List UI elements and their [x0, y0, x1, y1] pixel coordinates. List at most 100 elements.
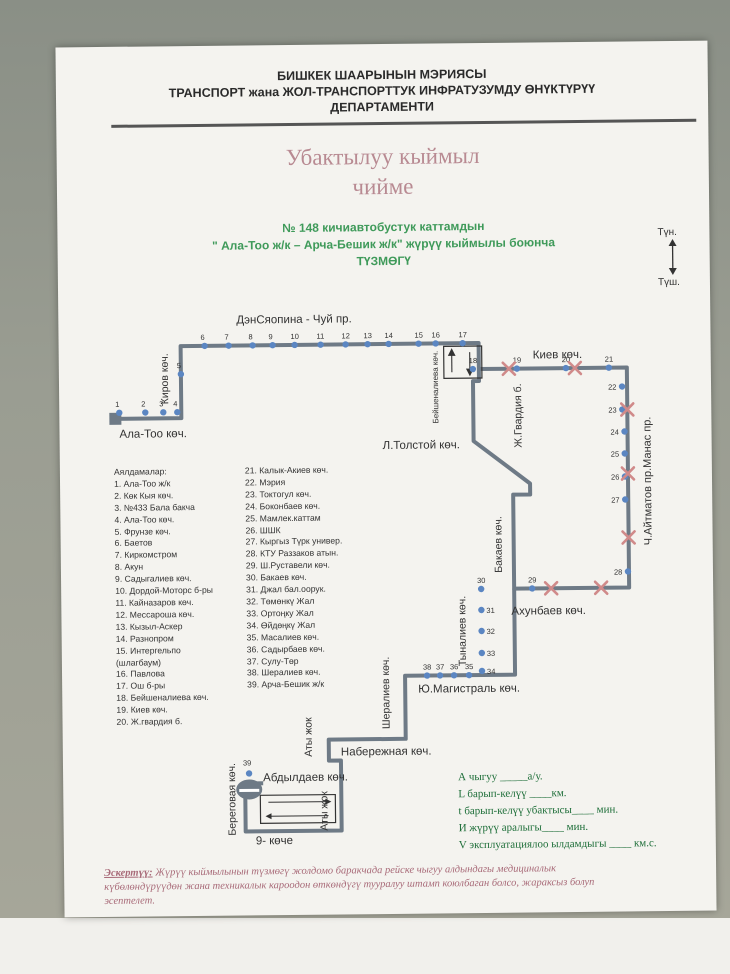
- stop-marker: [528, 585, 536, 592]
- stop-marker: [317, 341, 324, 348]
- legend-item: 19. Киев көч.: [116, 704, 168, 715]
- legend-item: 1. Ала-Тоо ж/к: [113, 478, 171, 489]
- road-closed-cross-icon: [543, 580, 559, 596]
- info-i: И жүрүү аралыгы____ мин.: [458, 820, 589, 835]
- crosses-layer: [501, 360, 636, 596]
- stop-number: 10: [290, 332, 298, 341]
- stop-number: 27: [611, 496, 619, 505]
- stop-number: 11: [316, 332, 324, 341]
- stop-number: 4: [173, 399, 177, 408]
- footnote-label: Эскертүү:: [104, 867, 153, 879]
- stop-marker: [249, 342, 256, 349]
- stop-number: 36: [450, 662, 458, 671]
- stop-number: 24: [610, 428, 618, 437]
- stop-marker: [605, 364, 613, 371]
- stop-number: 34: [487, 667, 495, 676]
- stop-number: 35: [465, 662, 473, 671]
- stop-marker: [621, 450, 628, 457]
- stop-marker: [142, 409, 149, 416]
- legend-item: 13. Кызыл-Аскер: [115, 620, 183, 632]
- street-label-chuy: ДэнСяопина - Чуй пр.: [236, 313, 352, 327]
- stop-number: 9: [268, 332, 272, 341]
- stop-marker: [423, 672, 431, 679]
- legend-item: 36. Садырбаев көч.: [246, 643, 325, 655]
- legend-item: 4. Ала-Тоо көч.: [114, 513, 175, 525]
- legend-item: 22. Мэрия: [244, 476, 286, 488]
- stop-number: 6: [200, 333, 204, 342]
- stop-number: 19: [513, 356, 521, 365]
- road-closed-cross-icon: [567, 360, 583, 376]
- stop-number: 17: [458, 330, 466, 339]
- stop-marker: [160, 409, 167, 416]
- stop-number: 23: [608, 406, 616, 415]
- legend-item: 23. Токтогул көч.: [245, 488, 312, 500]
- stop-marker: [478, 667, 486, 675]
- legend-heading: Аялдамалар:: [113, 466, 167, 477]
- street-label-bakaev: Бакаев көч.: [492, 516, 505, 573]
- legend-item: 37. Сулу-Төр: [246, 655, 299, 666]
- legend-item: 33. Ортоңку Жал: [246, 607, 314, 619]
- street-label-aty-jok-2: Аты жок: [318, 791, 331, 831]
- stop-marker: [478, 649, 486, 657]
- stop-marker: [478, 627, 485, 635]
- stop-number: 16: [431, 330, 439, 339]
- info-l: L барып-келүү ____км.: [458, 787, 567, 801]
- stop-marker: [201, 342, 208, 350]
- legend-item: 2. Көк Кыя көч.: [114, 490, 174, 501]
- stop-number: 18: [469, 356, 477, 365]
- legend-item: 26. ШШК: [245, 524, 281, 536]
- street-label-akhunbaev: Ахунбаев көч.: [511, 604, 587, 618]
- stop-marker: [174, 408, 181, 416]
- legend-item: 32. Төмөнкү Жал: [246, 595, 315, 607]
- stop-marker: [291, 341, 298, 349]
- legend-item: 27. Кыргыз Түрк универ.: [245, 535, 343, 547]
- legend-item: 16. Павлова: [115, 668, 165, 680]
- legend-item: 11. Кайназаров көч.: [115, 596, 194, 608]
- stop-marker: [225, 342, 232, 349]
- stop-marker: [269, 341, 276, 349]
- stop-marker: [385, 340, 392, 348]
- stop-marker: [513, 365, 521, 372]
- legend-item: 8. Акун: [114, 561, 144, 573]
- street-label-magistral: Ю.Магистраль көч.: [418, 682, 521, 696]
- stop-number: 20: [562, 355, 570, 364]
- stop-number: 22: [608, 383, 616, 392]
- schedule-sheet: БИШКЕК ШААРЫНЫН МЭРИЯСЫ ТРАНСПОРТ жана Ж…: [55, 40, 717, 918]
- footnote: Эскертүү: Жүрүү кыймылынын түзмөгү жолдо…: [104, 861, 704, 909]
- legend-item: 28. КТУ Раззаков атын.: [245, 547, 339, 559]
- legend-item: 12. Мессароша көч.: [115, 608, 195, 620]
- street-label-abdyldaev: Абдылдаев көч.: [263, 771, 349, 785]
- legend-item: 10. Дордой-Моторс б-ры: [115, 584, 213, 596]
- stop-marker: [562, 364, 570, 372]
- legend-item: 29. Ш.Руставели көч.: [245, 559, 330, 571]
- legend-item: 39. Арча-Бешик ж/к: [247, 678, 325, 690]
- stop-marker: [116, 409, 123, 416]
- legend-item: 34. Өйдөңкү Жал: [246, 619, 316, 631]
- legend-item: 24. Боконбаев көч.: [245, 500, 321, 512]
- stop-marker: [469, 365, 477, 373]
- street-label-aitmatov: Ч.Айтматов пр.Манас пр.: [641, 416, 655, 546]
- street-label-sheraliev: Шералиев көч.: [379, 656, 393, 730]
- stop-marker: [177, 370, 185, 378]
- stop-number: 37: [436, 662, 444, 671]
- stop-number: 29: [528, 575, 536, 584]
- compass-arrow-icon: [668, 238, 677, 275]
- street-label-naberezhnaya: Набережная көч.: [340, 745, 432, 759]
- road-closed-cross-icon: [620, 466, 636, 481]
- road-closed-cross-icon: [501, 361, 517, 377]
- stop-marker: [342, 341, 349, 348]
- legend-item: 18. Бейшеналиева көч.: [116, 692, 209, 704]
- legend-item: 25. Мамлек.каттам: [245, 512, 321, 524]
- table-surface: [0, 918, 730, 974]
- legend-item: (шлагбаум): [115, 656, 162, 668]
- road-closed-cross-icon: [593, 580, 609, 596]
- legend-item: 7. Киркомстром: [114, 549, 178, 561]
- stop-marker: [465, 671, 473, 679]
- stop-marker: [364, 340, 371, 348]
- legend-item: 9. Садыгалиев көч.: [114, 573, 192, 584]
- stop-marker: [477, 585, 485, 593]
- street-label-beishenalieva: Бейшеналиева көч.: [430, 350, 441, 424]
